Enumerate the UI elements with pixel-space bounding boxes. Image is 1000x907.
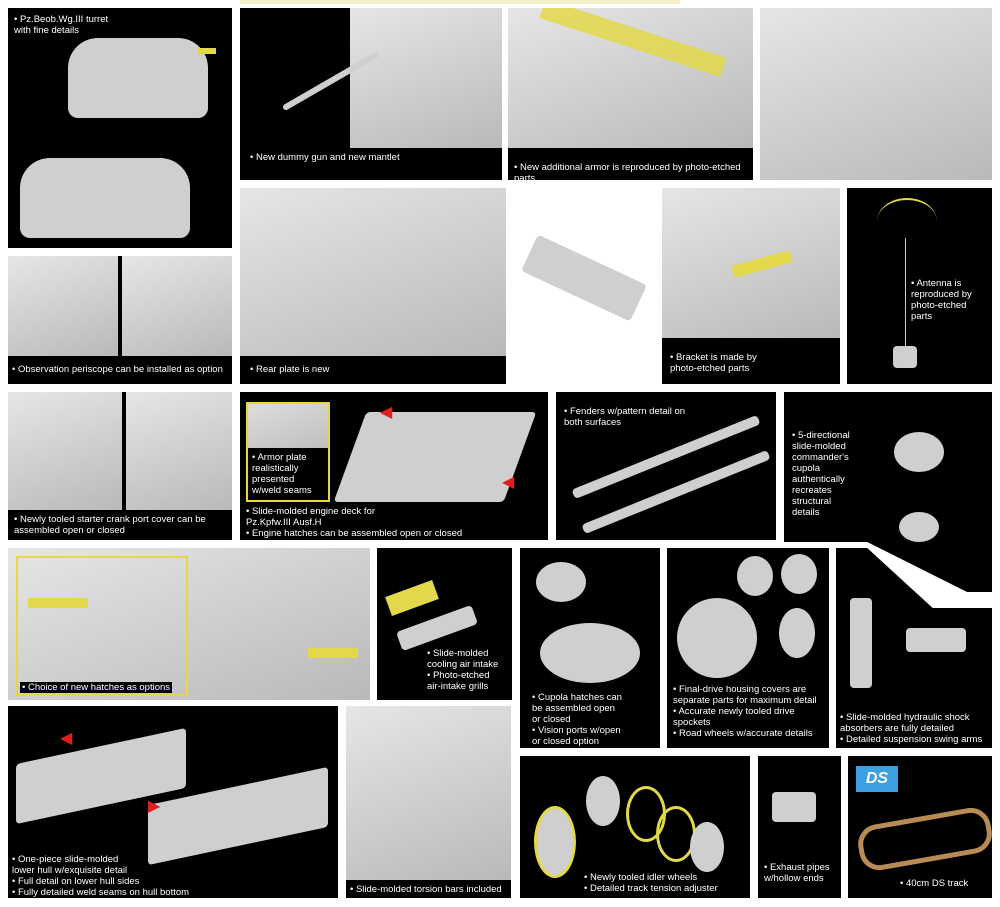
photo-etch-grill — [308, 648, 358, 658]
plate-part — [521, 234, 647, 322]
caption: • Fenders w/pattern detail on both surfa… — [564, 406, 686, 428]
idler-wheel — [690, 822, 724, 872]
periscope-image-1 — [8, 256, 118, 356]
panel-final-drive: • Final-drive housing covers are separat… — [667, 548, 829, 748]
red-arrow-icon: ◀ — [502, 474, 515, 491]
red-arrow-icon: ◀ — [380, 404, 393, 421]
caption: • Choice of new hatches as options — [20, 682, 173, 693]
caption: • Slide-molded cooling air intake • Phot… — [427, 648, 499, 692]
road-wheel — [737, 556, 773, 596]
fender-2 — [581, 449, 771, 535]
hatches-image — [8, 548, 370, 700]
caption: • Rear plate is new — [250, 364, 330, 375]
cooling-intake — [395, 604, 479, 652]
panel-periscope: • Observation periscope can be installed… — [8, 256, 232, 384]
antenna-photo-etch — [877, 198, 937, 245]
red-arrow-icon: ◀ — [60, 730, 73, 747]
caption: • Observation periscope can be installed… — [12, 364, 223, 375]
periscope-image-2 — [122, 256, 232, 356]
hull-side-image — [760, 8, 992, 180]
panel-cupola-hatches: • Cupola hatches can be assembled open o… — [520, 548, 660, 748]
caption: • New dummy gun and new mantlet — [250, 152, 400, 163]
shock-absorber — [850, 598, 872, 688]
exhaust-pipe — [772, 792, 816, 822]
turret-image-2 — [20, 158, 190, 238]
caption: • Antenna is reproduced by photo-etched … — [911, 278, 972, 322]
top-strip — [240, 0, 680, 4]
panel-bracket: • Bracket is made by photo-etched parts — [662, 188, 840, 384]
panel-hull-side — [760, 8, 992, 180]
antenna-base — [893, 346, 917, 368]
panel-cooling: • Slide-molded cooling air intake • Phot… — [377, 548, 512, 700]
idler-wheel — [534, 806, 576, 878]
panel-plate-part — [514, 188, 656, 384]
panel-armor: • New additional armor is reproduced by … — [508, 8, 753, 180]
caption: • 5-directional slide-molded commander's… — [792, 430, 850, 518]
panel-lower-hull: ◀ ▶ • One-piece slide-molded lower hull … — [8, 706, 338, 898]
panel-torsion: • Slide-molded torsion bars included — [346, 706, 511, 898]
caption: • Slide-molded torsion bars included — [350, 884, 502, 895]
panel-hatches: • Choice of new hatches as options — [8, 548, 370, 700]
cupola-image-2 — [540, 623, 640, 683]
caption: • Armor plate realistically presented w/… — [252, 452, 312, 496]
ds-logo: DS — [856, 766, 898, 792]
panel-antenna: • Antenna is reproduced by photo-etched … — [847, 188, 992, 384]
swing-arm — [906, 628, 966, 652]
drive-sprocket — [677, 598, 757, 678]
crank-image-2 — [126, 392, 232, 510]
caption: • Pz.Beob.Wg.III turret with fine detail… — [14, 14, 109, 36]
caption: • Final-drive housing covers are separat… — [673, 684, 817, 739]
panel-ds-track: DS • 40cm DS track — [848, 756, 992, 898]
caption: • Exhaust pipes w/hollow ends — [764, 862, 830, 884]
turret-image — [68, 38, 208, 118]
rear-plate-image — [240, 188, 506, 356]
caption: • One-piece slide-molded lower hull w/ex… — [12, 854, 190, 898]
caption: • Newly tooled idler wheels • Detailed t… — [584, 872, 718, 894]
caption: • Slide-molded hydraulic shock absorbers… — [840, 712, 983, 745]
caption: • Newly tooled starter crank port cover … — [14, 514, 206, 536]
crank-image-1 — [8, 392, 122, 510]
panel-engine-deck: • Armor plate realistically presented w/… — [240, 392, 548, 540]
caption: • Slide-molded engine deck for Pz.Kpfw.I… — [246, 506, 463, 539]
panel-fenders: • Fenders w/pattern detail on both surfa… — [556, 392, 776, 540]
cupola-part — [894, 432, 944, 472]
photo-etch-mark — [198, 48, 216, 54]
antenna-mast — [905, 238, 906, 348]
caption: • 40cm DS track — [900, 878, 969, 889]
panel-gun: • New dummy gun and new mantlet — [240, 8, 502, 180]
panel-exhaust: • Exhaust pipes w/hollow ends — [758, 756, 841, 898]
cupola-ring — [899, 512, 939, 542]
red-arrow-icon: ▶ — [148, 798, 161, 815]
ds-track — [855, 804, 992, 874]
gun-image — [350, 8, 502, 148]
cupola-image-1 — [536, 562, 586, 602]
hatch-inset — [16, 556, 188, 696]
photo-etch-grill — [385, 580, 439, 616]
caption: • New additional armor is reproduced by … — [514, 162, 741, 180]
caption: • Bracket is made by photo-etched parts — [670, 352, 757, 374]
panel-idler: • Newly tooled idler wheels • Detailed t… — [520, 756, 750, 898]
road-wheel — [781, 554, 817, 594]
road-wheel — [779, 608, 815, 658]
caption: • Cupola hatches can be assembled open o… — [532, 692, 622, 747]
panel-turret: • Pz.Beob.Wg.III turret with fine detail… — [8, 8, 232, 248]
panel-crank-cover: • Newly tooled starter crank port cover … — [8, 392, 232, 540]
torsion-image — [346, 706, 511, 880]
weld-seam-inset: • Armor plate realistically presented w/… — [246, 402, 330, 502]
idler-wheel — [586, 776, 620, 826]
panel-rear-plate: • Rear plate is new — [240, 188, 506, 384]
photo-etch-grill — [28, 598, 88, 608]
